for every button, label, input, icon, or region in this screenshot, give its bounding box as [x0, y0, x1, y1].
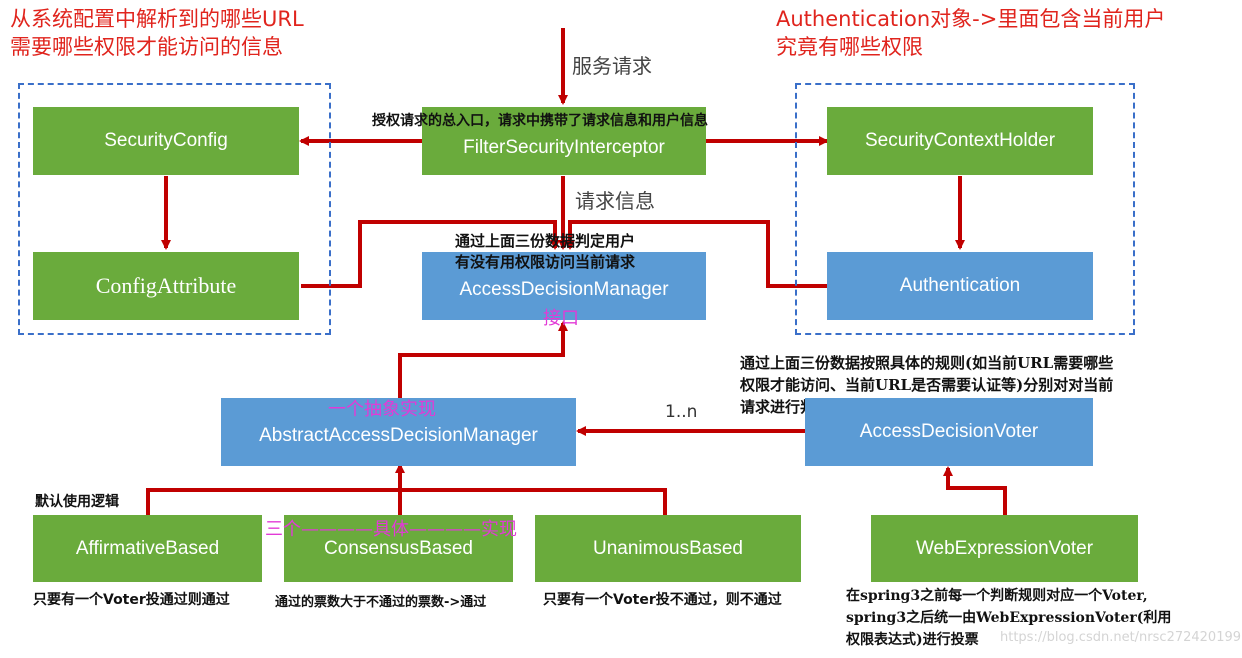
- note-web-voter-line2: spring3之后统一由WebExpressionVoter(利用: [846, 610, 1172, 626]
- note-top-left-line2: 需要哪些权限才能访问的信息: [10, 35, 283, 59]
- note-web-voter: 在spring3之前每一个判断规则对应一个Voter, spring3之后统一由…: [846, 585, 1171, 651]
- note-top-right-line1: Authentication对象->里面包含当前用户: [776, 7, 1166, 31]
- config-group-frame: [18, 83, 331, 335]
- note-unanimous: 只要有一个Voter投不通过，则不通过: [543, 592, 782, 608]
- note-decision-desc-line1: 通过上面三份数据判定用户: [455, 232, 636, 250]
- note-top-right-line2: 究竟有哪些权限: [776, 35, 923, 59]
- box-unanimous: UnanimousBased: [535, 515, 801, 582]
- arrow-webvoter-to-voter: [943, 466, 1007, 515]
- box-consensus: ConsensusBased: [284, 515, 513, 582]
- note-web-voter-line3: 权限表达式)进行投票: [846, 632, 979, 648]
- note-top-left-line1: 从系统配置中解析到的哪些URL: [10, 7, 304, 31]
- box-web-voter: WebExpressionVoter: [871, 515, 1138, 582]
- note-web-voter-line1: 在spring3之前每一个判断规则对应一个Voter,: [846, 588, 1148, 604]
- note-decision-desc-line2: 有没有用权限访问当前请求: [455, 253, 636, 271]
- box-authentication: Authentication: [827, 252, 1093, 320]
- box-filter-interceptor: FilterSecurityInterceptor: [422, 107, 706, 175]
- watermark: https://blog.csdn.net/nrsc272420199: [1000, 630, 1242, 645]
- note-affirmative: 只要有一个Voter投通过则通过: [33, 592, 230, 608]
- note-interceptor-desc: 授权请求的总入口，请求中携带了请求信息和用户信息: [372, 113, 708, 129]
- box-abstract-manager: AbstractAccessDecisionManager: [221, 398, 576, 466]
- label-abstract-impl: 一个抽象实现: [328, 399, 436, 420]
- box-context-holder: SecurityContextHolder: [827, 107, 1093, 175]
- auth-group-frame: [795, 83, 1135, 335]
- note-voter-desc: 通过上面三份数据按照具体的规则(如当前URL需要哪些 权限才能访问、当前URL是…: [740, 352, 1113, 418]
- box-config-attribute: ConfigAttribute: [33, 252, 299, 320]
- label-three-concrete: 三个————具体————实现: [265, 519, 517, 540]
- label-multiplicity: 1..n: [665, 402, 698, 422]
- arrow-impls-to-abstract: [146, 488, 667, 515]
- note-decision-desc: 通过上面三份数据判定用户 有没有用权限访问当前请求: [455, 231, 635, 273]
- label-default-logic: 默认使用逻辑: [35, 494, 119, 510]
- label-interface: 接口: [543, 308, 579, 329]
- arrow-configattr-to-manager: [301, 220, 560, 288]
- note-voter-desc-line2: 权限才能访问、当前URL是否需要认证等)分别对对当前: [740, 376, 1114, 394]
- label-service-request: 服务请求: [572, 54, 652, 78]
- arrow-auth-to-manager: [565, 220, 827, 288]
- note-top-left: 从系统配置中解析到的哪些URL 需要哪些权限才能访问的信息: [10, 5, 304, 61]
- note-consensus: 通过的票数大于不通过的票数->通过: [275, 595, 487, 610]
- arrow-abstract-to-manager: [398, 321, 568, 398]
- note-voter-desc-line1: 通过上面三份数据按照具体的规则(如当前URL需要哪些: [740, 354, 1114, 372]
- label-request-info: 请求信息: [575, 189, 655, 213]
- box-affirmative: AffirmativeBased: [33, 515, 262, 582]
- box-access-decision-manager: AccessDecisionManager: [422, 252, 706, 320]
- note-top-right: Authentication对象->里面包含当前用户 究竟有哪些权限: [776, 5, 1165, 61]
- box-decision-voter: AccessDecisionVoter: [805, 398, 1093, 466]
- box-security-config: SecurityConfig: [33, 107, 299, 175]
